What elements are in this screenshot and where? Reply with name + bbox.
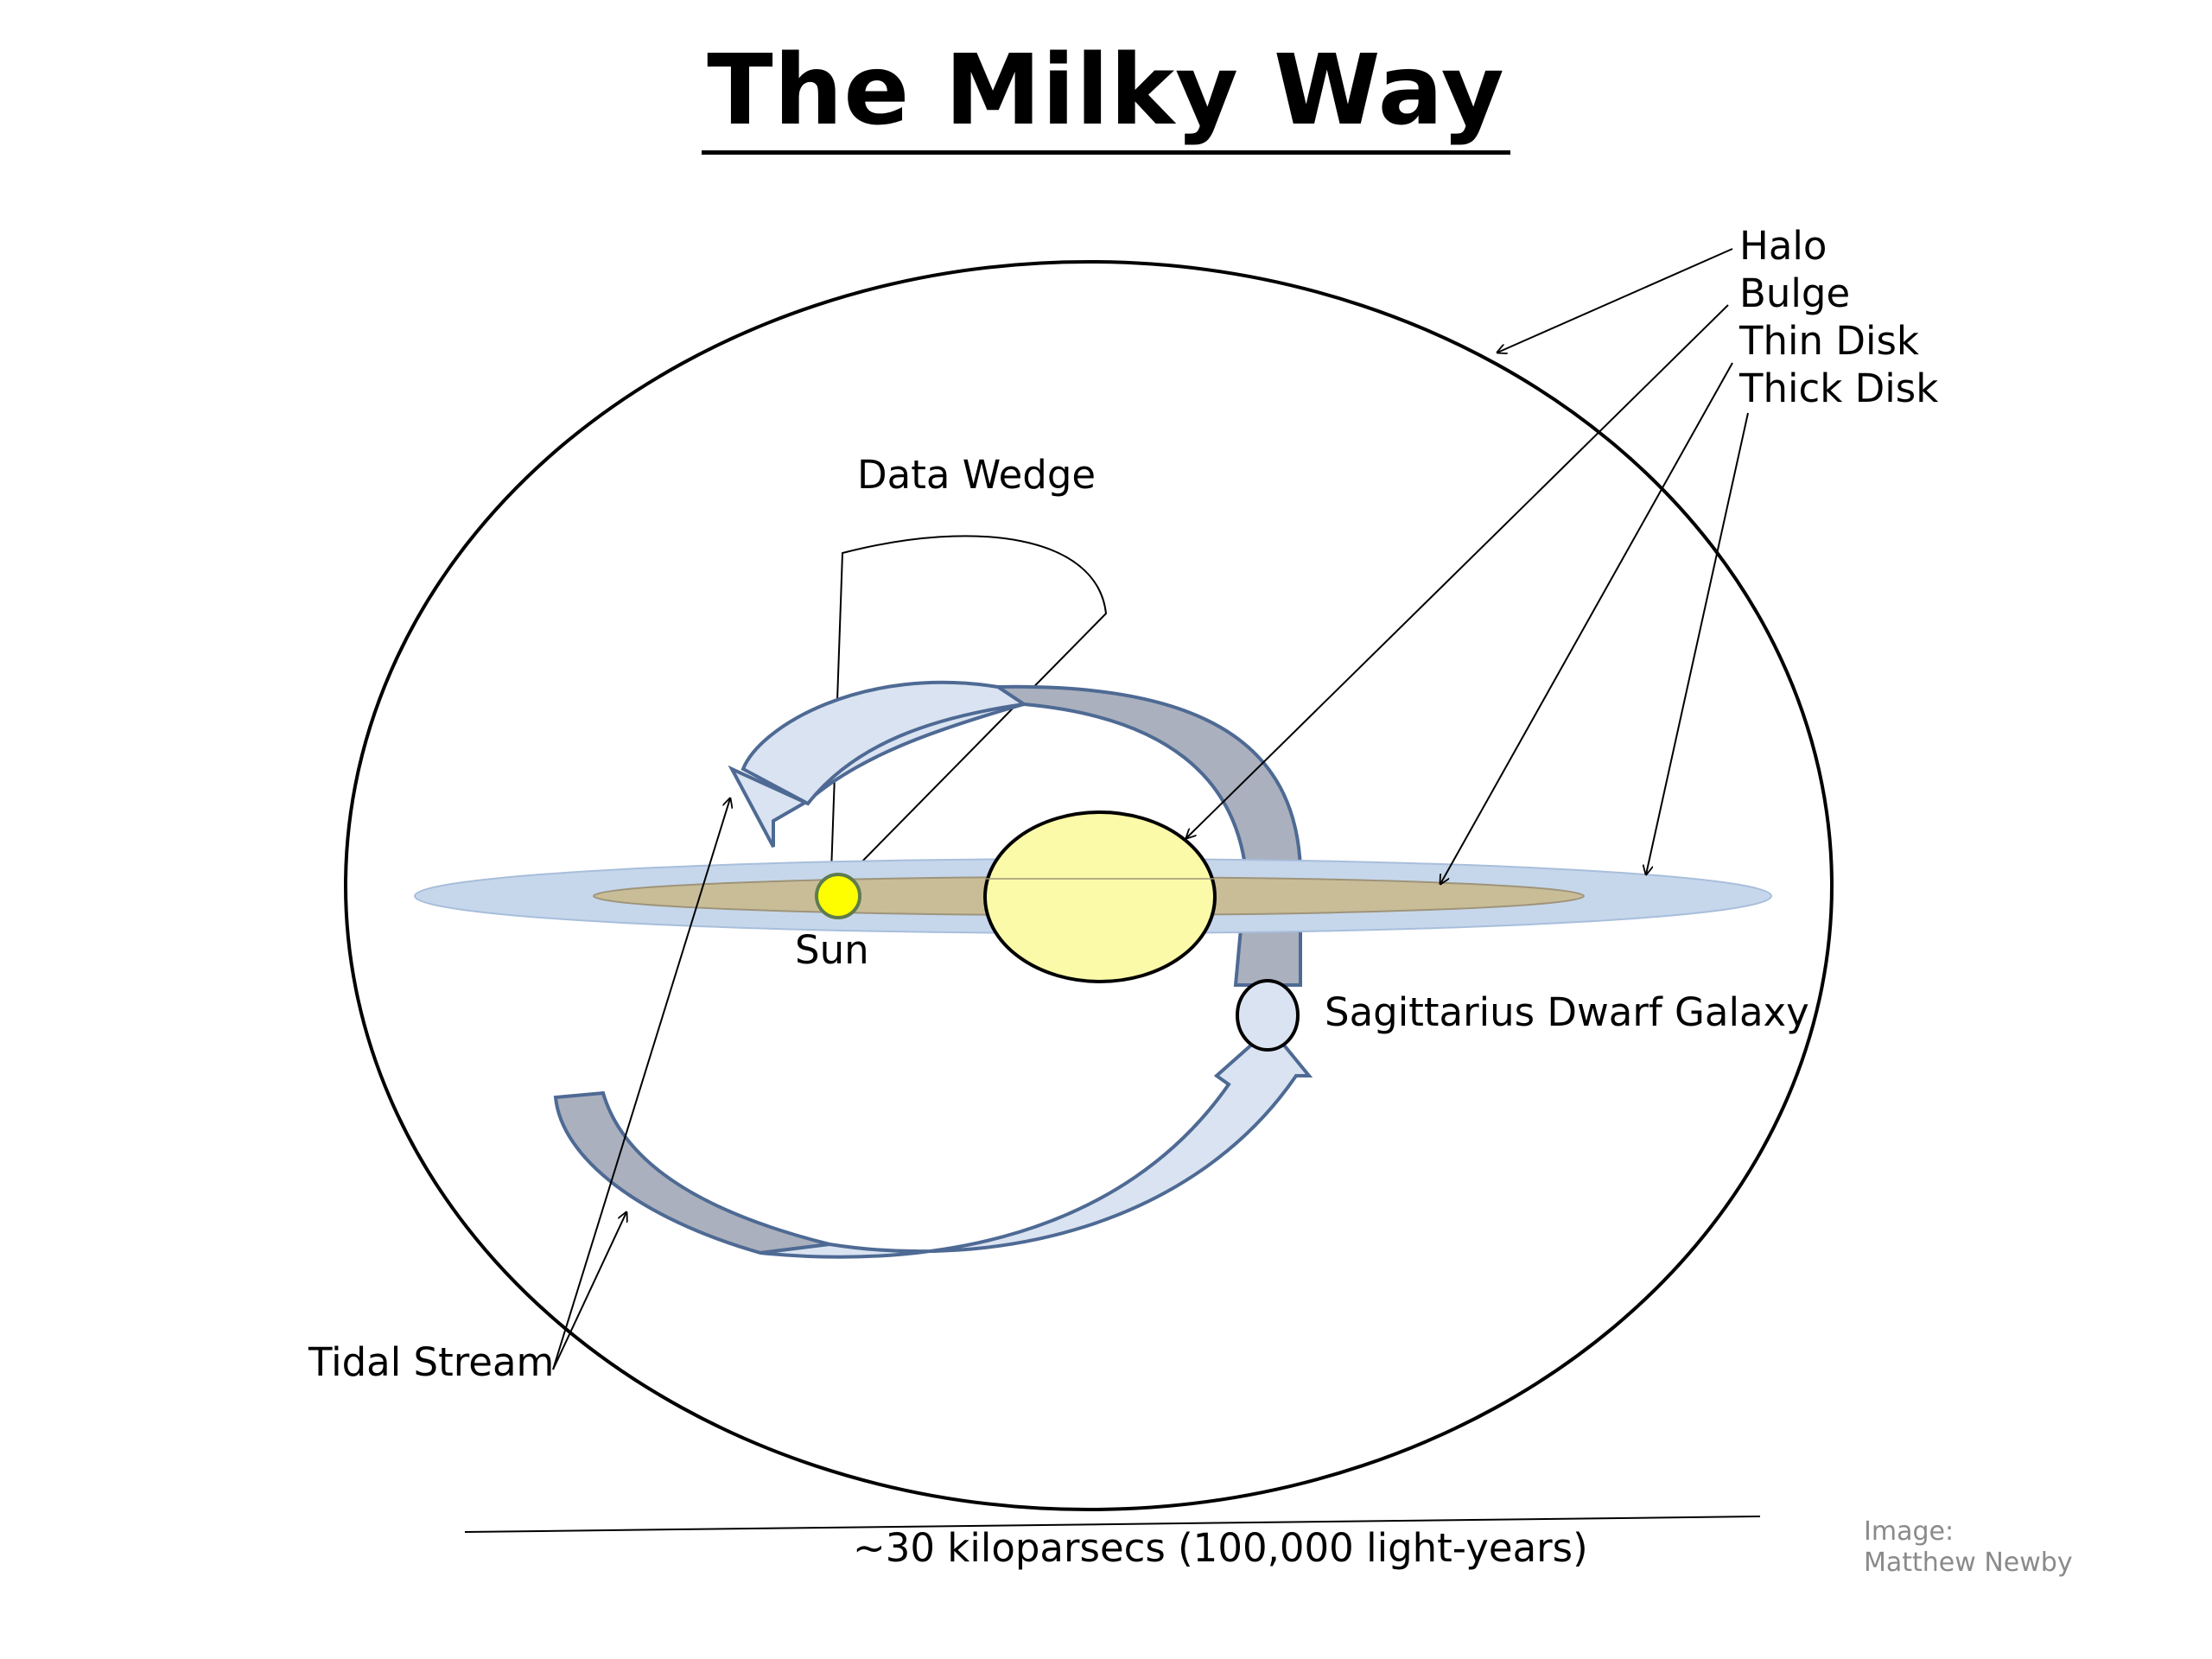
sun-marker	[815, 873, 861, 919]
tidal-stream-leader-2	[552, 1212, 626, 1370]
data-wedge-label: Data Wedge	[857, 452, 1096, 498]
tidal-stream-leader-1	[552, 798, 730, 1370]
bulge	[983, 810, 1217, 983]
sagittarius-dwarf-galaxy	[1236, 979, 1300, 1052]
bulge-label: Bulge	[1739, 270, 1850, 316]
credit-line-1: Image:	[1864, 1516, 1954, 1547]
halo-leader	[1497, 248, 1733, 353]
halo-label: Halo	[1739, 223, 1827, 269]
page-title: The Milky Way	[0, 35, 2212, 155]
sun-label: Sun	[795, 927, 869, 973]
data-wedge-outline	[830, 535, 1108, 874]
scale-line	[464, 1516, 1761, 1533]
title-text: The Milky Way	[702, 35, 1510, 155]
credit-line-2: Matthew Newby	[1864, 1548, 2073, 1578]
thick-disk-leader	[1646, 412, 1749, 874]
sagittarius-label: Sagittarius Dwarf Galaxy	[1325, 989, 1809, 1035]
thick-disk-label: Thick Disk	[1738, 365, 1938, 411]
tidal-stream-label: Tidal Stream	[308, 1339, 554, 1385]
thin-disk-leader	[1440, 362, 1733, 884]
bulge-leader	[1186, 304, 1729, 838]
halo-ellipse	[344, 260, 1834, 1511]
scale-label: ~30 kiloparsecs (100,000 light-years)	[853, 1525, 1588, 1571]
thin-disk-label: Thin Disk	[1738, 318, 1919, 364]
stream-lower-arrow	[760, 1026, 1313, 1259]
stream-upper-band	[741, 680, 1029, 806]
